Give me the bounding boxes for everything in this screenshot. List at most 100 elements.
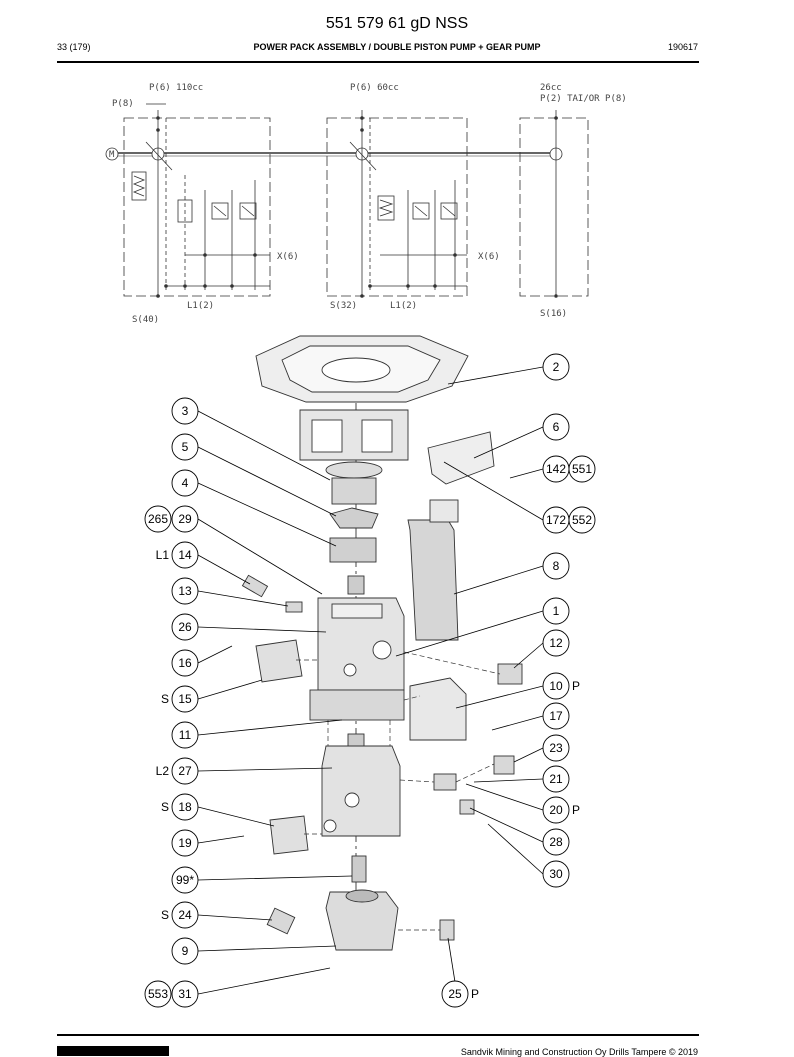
callout-circle — [171, 901, 199, 929]
callout-552: 552 — [568, 506, 596, 534]
callout-number: 28 — [549, 835, 563, 849]
label-gear-cc: 26cc — [540, 83, 562, 93]
callout-15: 15S — [161, 685, 199, 713]
label-x6-a: X(6) — [277, 252, 299, 262]
callout-16: 16 — [171, 649, 199, 677]
callout-number: 24 — [178, 908, 192, 922]
page-number: 33 (179) — [57, 42, 91, 52]
callout-number: 18 — [178, 800, 192, 814]
label-motor: M — [109, 150, 115, 160]
callout-551: 551 — [568, 455, 596, 483]
callout-27: 27 L2 — [156, 757, 199, 785]
callout-6: 6 — [542, 413, 570, 441]
callout-number: 172 — [546, 513, 566, 527]
callout-circle — [171, 685, 199, 713]
callout-port-tag: L1 — [156, 548, 170, 562]
callout-circle — [542, 353, 570, 381]
callout-port-tag: L2 — [156, 764, 170, 778]
callout-172: 172 — [542, 506, 570, 534]
callout-number: 3 — [182, 404, 189, 418]
hydraulic-schematic — [105, 103, 589, 298]
callout-265: 265 — [144, 505, 172, 533]
callout-25: 25 P — [441, 980, 479, 1008]
callout-circle — [542, 597, 570, 625]
callout-circle — [171, 757, 199, 785]
callout-31: 31 — [171, 980, 199, 1008]
callout-number: 26 — [178, 620, 192, 634]
callout-28: 28 — [542, 828, 570, 856]
callout-circle — [171, 793, 199, 821]
callout-number: 553 — [148, 987, 168, 1001]
callout-number: 25 — [448, 987, 462, 1001]
callout-19: 19 — [171, 829, 199, 857]
callout-circle — [542, 629, 570, 657]
callout-circle — [171, 613, 199, 641]
label-p18: P(8) — [112, 99, 134, 109]
callout-18: 18 S — [161, 793, 199, 821]
label-s16: S(16) — [540, 309, 567, 319]
callout-number: 2 — [553, 360, 560, 374]
callout-24: 24 S — [161, 901, 199, 929]
callout-number: 14 — [178, 548, 192, 562]
callout-port-tag: S — [161, 908, 169, 922]
callout-number: 9 — [182, 944, 189, 958]
callout-circle — [171, 577, 199, 605]
callout-circle — [171, 829, 199, 857]
callout-port-tag: P — [471, 987, 479, 1001]
callout-number: 16 — [178, 656, 192, 670]
callout-circle — [171, 469, 199, 497]
callout-number: 4 — [182, 476, 189, 490]
callout-circle — [171, 721, 199, 749]
callout-number: 19 — [178, 836, 192, 850]
callout-circle — [542, 828, 570, 856]
callout-11: 11 — [171, 721, 199, 749]
date-code: 190617 — [667, 42, 698, 52]
schematic-labels: P(6) 110cc P(8) M P(6) 60cc 26cc P(2) TA… — [109, 83, 627, 325]
callout-number: 265 — [148, 512, 168, 526]
callout-number: 99* — [176, 873, 194, 887]
callout-port-tag: S — [161, 800, 169, 814]
callout-8: 8 — [542, 552, 570, 580]
leader-lines — [197, 366, 544, 995]
callout-circle — [171, 397, 199, 425]
callout-1: 1 — [542, 597, 570, 625]
callout-553: 553 — [144, 980, 172, 1008]
footer-copyright: Sandvik Mining and Construction Oy Drill… — [460, 1047, 698, 1057]
callout-circle — [542, 796, 570, 824]
callout-circle — [171, 505, 199, 533]
callout-12: 12 — [542, 629, 570, 657]
callout-17: 17 — [542, 702, 570, 730]
callout-number: 11 — [179, 728, 192, 742]
callout-number: 17 — [549, 709, 563, 723]
callout-142: 142 — [542, 455, 570, 483]
callout-circle — [568, 455, 596, 483]
callout-number: 13 — [178, 584, 192, 598]
callout-number: 21 — [549, 772, 563, 786]
callout-number: 29 — [178, 512, 192, 526]
callout-number: 10 — [549, 679, 563, 693]
callout-circle — [542, 734, 570, 762]
callout-number: 1 — [553, 604, 560, 618]
document-id: 551 579 61 gD NSS — [325, 15, 469, 32]
callout-14: 14 L1 — [156, 541, 199, 569]
callout-number: 552 — [572, 513, 592, 527]
callout-9: 9 — [171, 937, 199, 965]
exploded-assembly — [241, 335, 523, 951]
callout-circle — [542, 552, 570, 580]
callout-number: 8 — [553, 559, 560, 573]
callout-26: 26 — [171, 613, 199, 641]
callout-circle — [171, 433, 199, 461]
callout-number: 27 — [178, 764, 192, 778]
label-x6-b: X(6) — [478, 252, 500, 262]
callout-circle — [171, 866, 199, 894]
callout-number: 142 — [546, 462, 566, 476]
label-gear-port: P(2) TAI/OR P(8) — [540, 94, 627, 104]
footer-rule — [57, 1034, 699, 1036]
callout-21: 21 — [542, 765, 570, 793]
callout-circle — [568, 506, 596, 534]
callout-circle — [171, 937, 199, 965]
